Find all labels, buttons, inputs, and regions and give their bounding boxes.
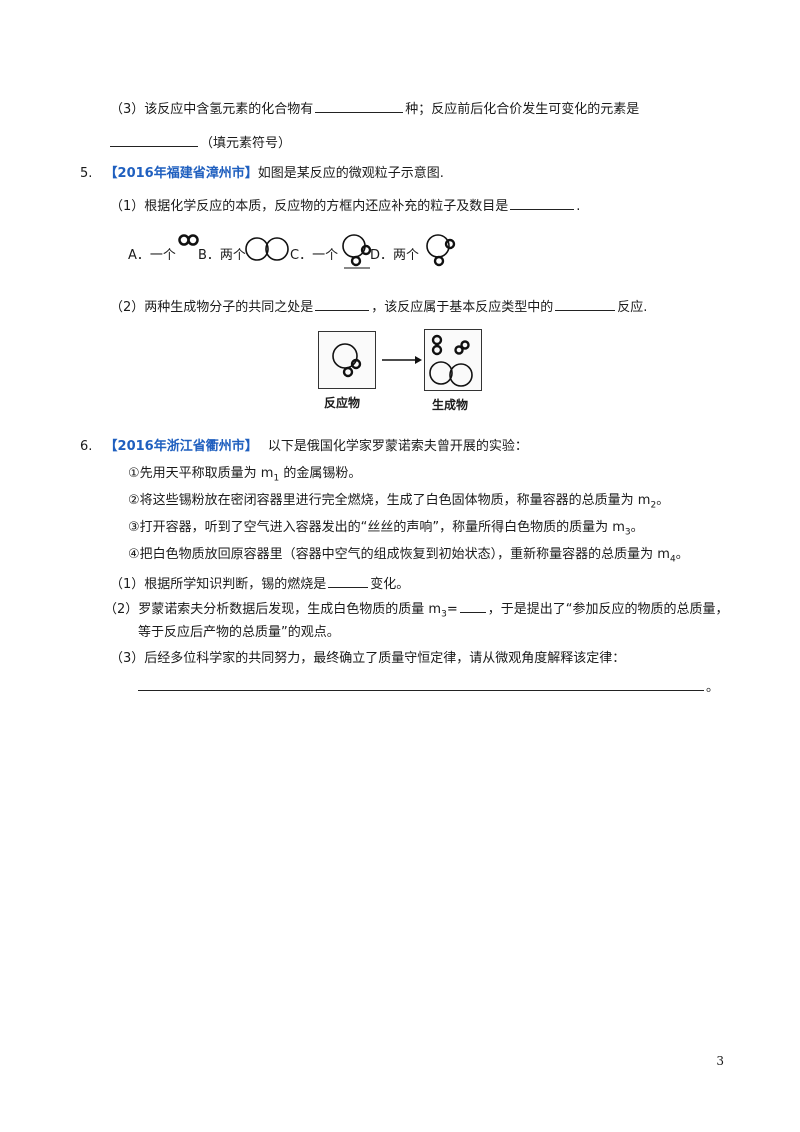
- q4-part3-line1: （3）该反应中含氢元素的化合物有种；反应前后化合价发生可变化的元素是: [110, 98, 639, 119]
- large-small-molecule-icon: [426, 234, 456, 267]
- q6-part3: （3）后经多位科学家的共同努力，最终确立了质量守恒定律，请从微观角度解释该定律：: [110, 651, 626, 666]
- q6-step1: ①先用天平称取质量为 m1 的金属锡粉。: [128, 466, 362, 484]
- q5-part2: （2）两种生成物分子的共同之处是，该反应属于基本反应类型中的反应.: [110, 296, 647, 317]
- q5-source: 【2016年福建省漳州市】: [104, 166, 258, 181]
- reactant-box: [318, 331, 376, 389]
- answer-blank[interactable]: [315, 296, 370, 311]
- q5-part1: （1）根据化学反应的本质，反应物的方框内还应补充的粒子及数目是.: [110, 195, 580, 216]
- q5-header: 5. 【2016年福建省漳州市】如图是某反应的微观粒子示意图.: [80, 166, 444, 181]
- answer-blank[interactable]: [555, 296, 616, 311]
- two-large-atoms-icon: [245, 237, 289, 261]
- q6-step4: ④把白色物质放回原容器里（容器中空气的组成恢复到初始状态），重新称量容器的总质量…: [128, 547, 689, 565]
- reactant-caption: 反应物: [324, 396, 361, 410]
- two-small-atoms-icon: [178, 234, 199, 246]
- q6-step3: ③打开容器，听到了空气进入容器发出的“丝丝的声响”，称量所得白色物质的质量为 m…: [128, 520, 644, 538]
- answer-blank[interactable]: [459, 598, 486, 613]
- answer-blank[interactable]: [510, 195, 575, 210]
- q6-header: 6. 【2016年浙江省衢州市】 以下是俄国化学家罗蒙诺索夫曾开展的实验：: [80, 439, 528, 454]
- q6-part2-line1: （2）罗蒙诺索夫分析数据后发现，生成白色物质的质量 m3=，于是提出了“参加反应…: [104, 598, 728, 624]
- answer-blank[interactable]: [138, 676, 704, 691]
- product-box: [424, 329, 482, 391]
- option-d[interactable]: D．两个: [370, 232, 470, 272]
- option-a[interactable]: A．一个: [128, 232, 199, 272]
- q6-step2: ②将这些锡粉放在密闭容器里进行完全燃烧，生成了白色固体物质，称量容器的总质量为 …: [128, 493, 670, 511]
- q6-source: 【2016年浙江省衢州市】: [104, 439, 258, 454]
- product-molecules-icon: [429, 334, 473, 387]
- product-caption: 生成物: [432, 398, 469, 412]
- reactant-molecule-icon: [332, 343, 362, 378]
- q6-part3-answer: 。: [136, 676, 719, 697]
- option-b[interactable]: B．两个: [198, 232, 290, 272]
- answer-blank[interactable]: [328, 573, 369, 588]
- page-number: 3: [716, 1054, 724, 1068]
- answer-blank[interactable]: [110, 132, 198, 147]
- answer-blank[interactable]: [315, 98, 404, 113]
- q6-part2-line2: 等于反应后产物的总质量”的观点。: [138, 625, 340, 640]
- arrow-icon: [382, 356, 422, 364]
- q4-part3-line2: （填元素符号）: [108, 132, 291, 153]
- option-c[interactable]: C．一个: [290, 232, 372, 272]
- large-small-molecule-icon: [342, 234, 372, 269]
- q6-part1: （1）根据所学知识判断，锡的燃烧是变化。: [110, 573, 409, 594]
